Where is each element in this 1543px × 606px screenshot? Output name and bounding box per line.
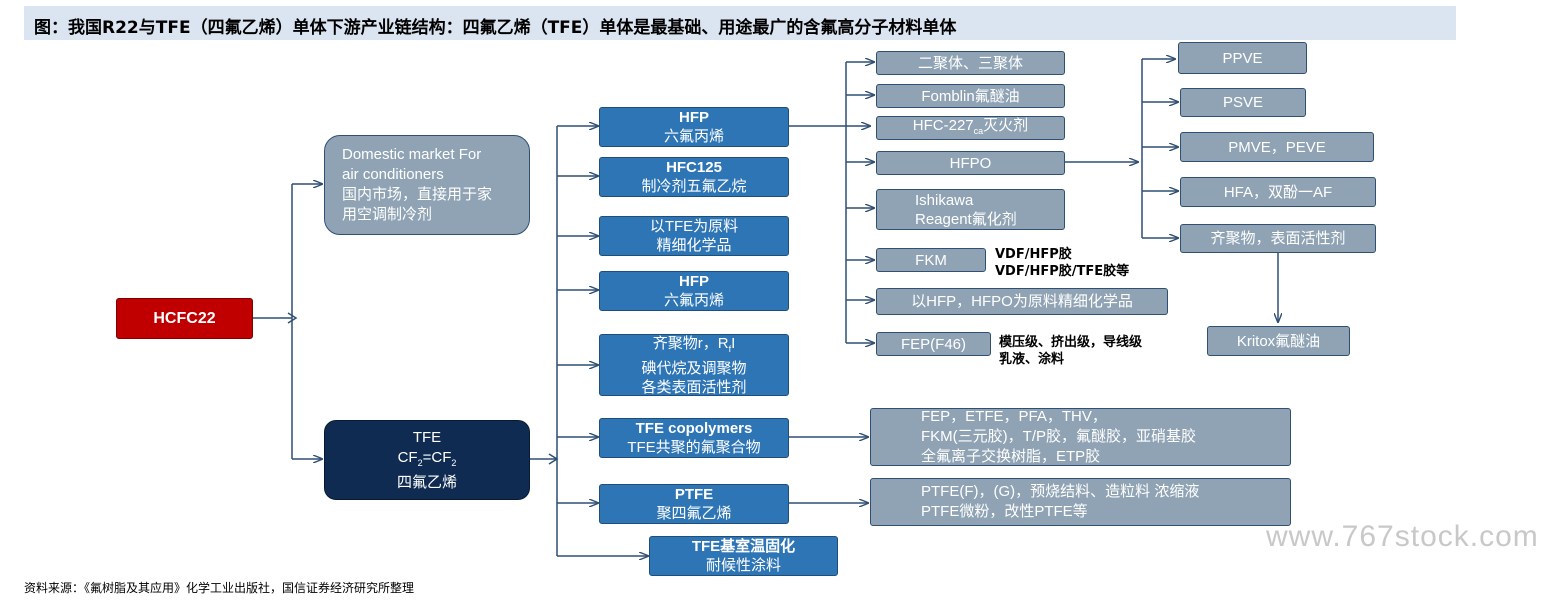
domestic-en-line2: air conditioners <box>342 166 444 183</box>
tfe-line3: 四氟乙烯 <box>396 473 457 491</box>
domestic-zh-line1: 国内市场，直接用于家 <box>342 186 493 203</box>
node-hfc125-en: HFC125 <box>666 159 722 176</box>
root-arrowhead <box>287 312 298 324</box>
node-tfe-fine-line1: 以TFE为原料 <box>649 218 739 235</box>
node-tfe-fine-chemicals: 以TFE为原料 精细化学品 <box>599 216 789 256</box>
node-coating-line1: TFE基室温固化 <box>691 538 796 555</box>
node-hfp-1: HFP 六氟丙烯 <box>599 107 789 147</box>
node-psve: PSVE <box>1180 88 1306 117</box>
node-copolymer-products: FEP，ETFE，PFA，THV， FKM(三元胶)，T/P胶，氟醚胶，亚硝基胶… <box>870 408 1291 466</box>
node-ishikawa: Ishikawa Reagent氟化剂 <box>876 189 1065 230</box>
domestic-zh-line2: 用空调制冷剂 <box>342 206 433 223</box>
node-copolymers-zh: TFE共聚的氟聚合物 <box>627 439 761 456</box>
fep-note: 模压级、挤出级，导线级 乳液、涂料 <box>999 335 1143 367</box>
node-hfp-1-zh: 六氟丙烯 <box>663 128 724 145</box>
title-bar: 图：我国R22与TFE（四氟乙烯）单体下游产业链结构：四氟乙烯（TFE）单体是最… <box>24 6 1456 40</box>
node-telomer: 齐聚物r，RfI 碘代烷及调聚物 各类表面活性剂 <box>599 334 789 396</box>
node-hcfc22: HCFC22 <box>116 298 253 339</box>
node-fomblin: Fomblin氟醚油 <box>876 84 1065 108</box>
fkm-note: VDF/HFP胶 VDF/HFP胶/TFE胶等 <box>995 247 1130 279</box>
node-coating: TFE基室温固化 耐候性涂料 <box>649 536 838 576</box>
node-hfc125: HFC125 制冷剂五氟乙烷 <box>599 157 789 197</box>
node-ptfe-products: PTFE(F)，(G)，预烧结料、造粒料 浓缩液 PTFE微粉，改性PTFE等 <box>870 478 1291 526</box>
node-fep-f46: FEP(F46) <box>876 332 991 356</box>
domestic-en-line1: Domestic market For <box>342 146 482 163</box>
node-ptfe-en: PTFE <box>674 486 714 503</box>
node-hfp-1-en: HFP <box>679 109 709 126</box>
node-dimer-trimer: 二聚体、三聚体 <box>876 51 1065 75</box>
node-domestic-market: Domestic market For air conditioners 国内市… <box>324 135 530 235</box>
node-pmve-peve: PMVE，PEVE <box>1180 132 1374 162</box>
node-hfp-hfpo-fine: 以HFP，HFPO为原料精细化学品 <box>876 288 1168 315</box>
tfe-formula: CF2=CF2 <box>397 448 457 468</box>
node-telomer-line2: 碘代烷及调聚物 <box>641 359 747 377</box>
node-kritox: Kritox氟醚油 <box>1207 326 1350 356</box>
node-copolymers-en: TFE copolymers <box>635 420 753 437</box>
node-tfe-copolymers: TFE copolymers TFE共聚的氟聚合物 <box>599 418 789 458</box>
node-tfe: TFE CF2=CF2 四氟乙烯 <box>324 420 530 500</box>
node-coating-line2: 耐候性涂料 <box>705 557 781 574</box>
node-fkm: FKM <box>876 248 986 272</box>
node-hfp-2: HFP 六氟丙烯 <box>599 271 789 311</box>
node-hfc125-zh: 制冷剂五氟乙烷 <box>641 178 747 195</box>
tfe-line1: TFE <box>412 428 442 446</box>
node-hfa: HFA，双酚一AF <box>1180 177 1376 207</box>
node-telomer-line1: 齐聚物r，RfI <box>652 334 736 354</box>
node-ptfe: PTFE 聚四氟乙烯 <box>599 484 789 524</box>
watermark: www.767stock.com <box>1266 520 1539 553</box>
node-telomer-line3: 各类表面活性剂 <box>641 378 747 396</box>
node-oligomer-surfactant: 齐聚物，表面活性剂 <box>1180 224 1376 253</box>
node-hfpo: HFPO <box>876 151 1065 175</box>
node-hcfc22-label: HCFC22 <box>153 310 216 327</box>
node-hfp-2-en: HFP <box>679 273 709 290</box>
node-hfp-2-zh: 六氟丙烯 <box>663 292 724 309</box>
node-ptfe-zh: 聚四氟乙烯 <box>656 505 732 522</box>
page-title: 图：我国R22与TFE（四氟乙烯）单体下游产业链结构：四氟乙烯（TFE）单体是最… <box>34 18 957 38</box>
node-tfe-fine-line2: 精细化学品 <box>656 237 732 254</box>
source-note: 资料来源：《氟树脂及其应用》化学工业出版社，国信证券经济研究所整理 <box>24 581 415 595</box>
node-hfc227: HFC-227ca灭火剂 <box>876 116 1065 140</box>
node-ppve: PPVE <box>1178 42 1307 74</box>
